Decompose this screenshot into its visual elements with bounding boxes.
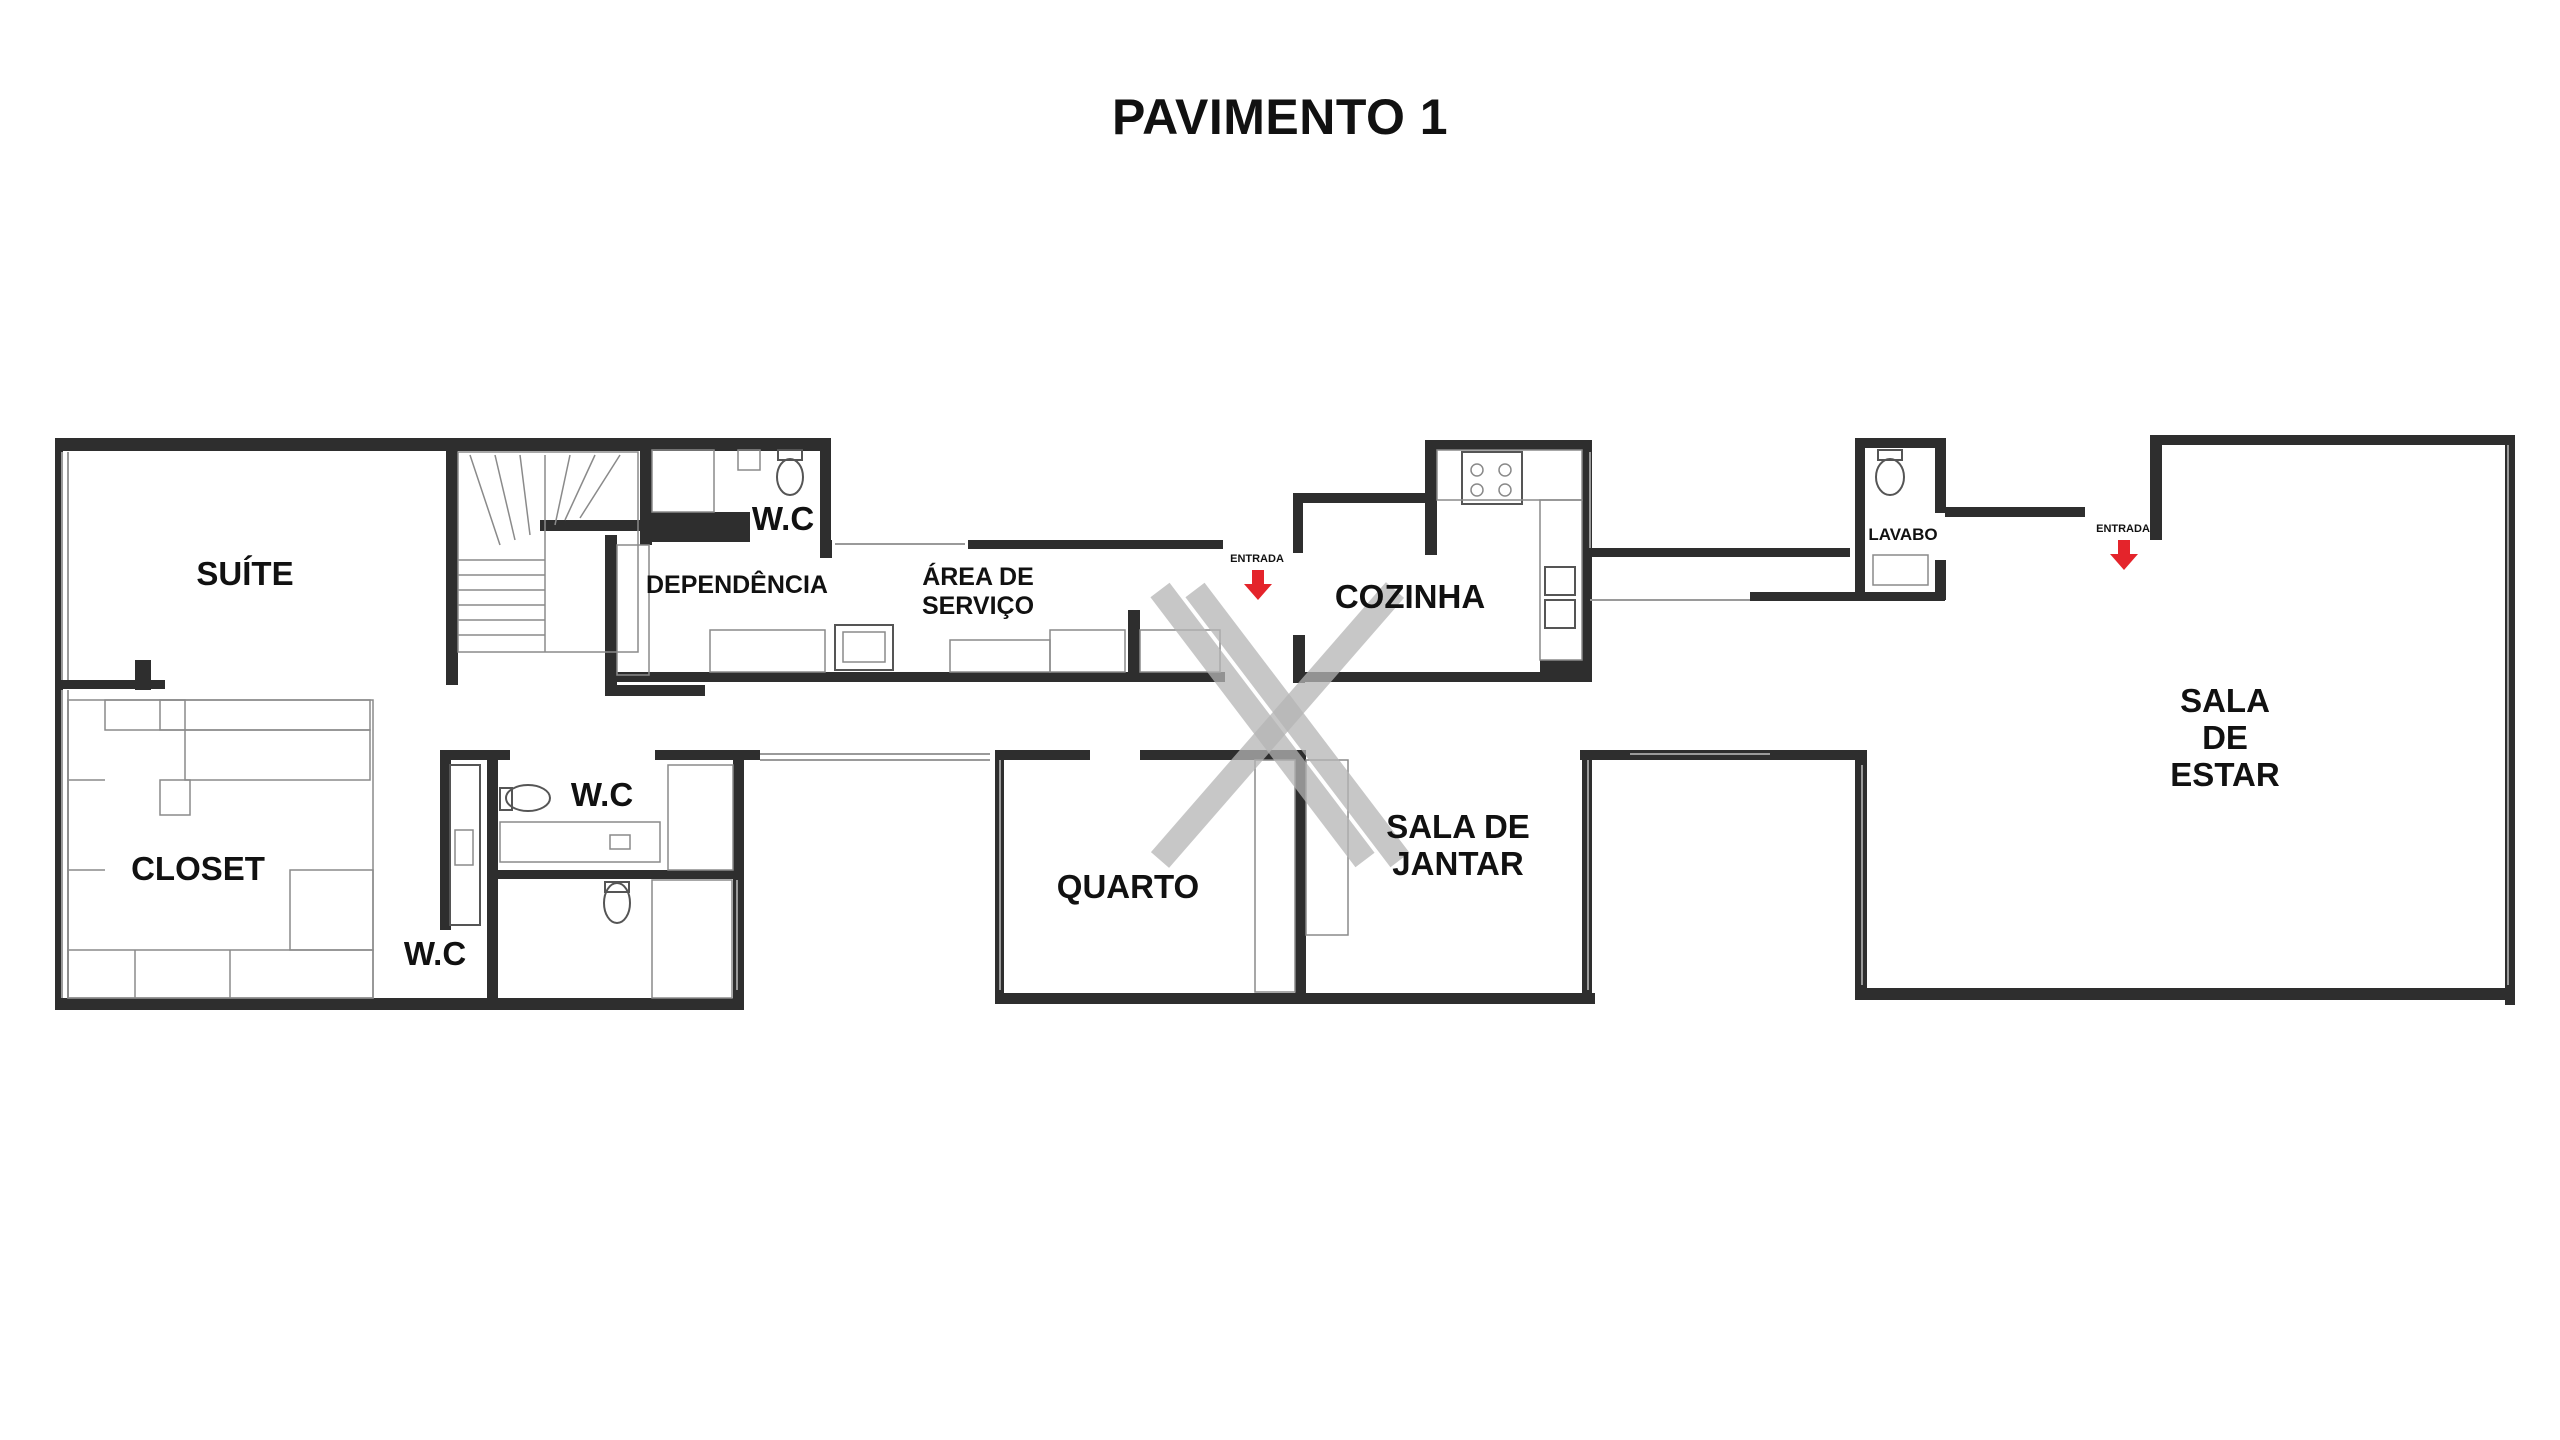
entrance-label-service: ENTRADA [1230,553,1284,565]
wall-wc-split [487,870,742,879]
wall-stub [135,660,151,690]
wall-link-bottom [1750,592,1945,601]
wall-wc-left [440,750,451,930]
entrance-arrow-icon [2110,540,2138,570]
wall-coz-left-bottom [1293,635,1305,683]
wall-serv-stub [820,540,832,558]
room-labels: SUÍTE CLOSET W.C W.C W.C DEPENDÊNCIA ÁRE… [131,500,2280,972]
shower [651,449,715,513]
wall-dep-block [640,512,750,542]
bed [709,629,826,673]
wall-bottom-left [55,998,740,1010]
wall-link-top [1590,548,1850,557]
room-label-wc-suite: W.C [404,935,466,972]
sink-icon [1872,554,1929,586]
shower [667,764,734,871]
wall-lav-right-bottom [1935,560,1946,600]
room-label-sala-estar-3: ESTAR [2170,756,2280,793]
staircase [457,451,639,653]
entrance-label-main: ENTRADA [2096,523,2150,535]
wall-wc-right [733,757,744,1010]
room-label-wc-center: W.C [571,776,633,813]
entrance-arrow-icon [1244,570,1272,600]
wall-serv-pillar [1128,610,1140,675]
kitchen-counter-side [1539,499,1583,661]
wall-wc-inner [487,750,498,1010]
toilet-icon [499,784,551,812]
wall-estar-right [2505,435,2515,1005]
wall-coz-top-left [1293,493,1433,503]
wc-counter [499,821,661,863]
watermark-logo-icon [1150,582,1410,868]
shower [651,879,733,999]
walls [55,435,2515,1010]
sink-icon [834,624,894,671]
wall-quarto-top-right [1140,750,1305,760]
wall-suite-right [446,445,458,685]
wardrobe [1254,759,1296,993]
wall-dep-left-lower [605,535,617,695]
room-label-area-servico-2: SERVIÇO [922,592,1034,620]
sink-icon [454,829,474,866]
plan-title: PAVIMENTO 1 [1111,89,1449,145]
toilet-icon [603,881,631,924]
toilet-icon [776,449,804,496]
washer [949,639,1051,673]
room-label-wc-dependencia: W.C [752,500,814,537]
wall-wc-dep-right [820,438,831,558]
entrance-main: ENTRADA [2096,523,2150,570]
kitchen-counter-top [1436,449,1583,501]
wall-lav-right-top [1935,438,1946,513]
room-label-sala-estar-1: SALA [2180,682,2270,719]
wall-quarto-jantar [1295,750,1306,1000]
room-label-area-servico-1: ÁREA DE [922,562,1034,591]
wall-coz-left-top [1293,493,1303,553]
wall-serv-bottom [605,672,1225,682]
wall-suite-bottom [55,680,165,689]
sink-icon [737,449,761,471]
wall-wc-top-2 [655,750,760,760]
entrance-service: ENTRADA [1230,553,1284,600]
stove-icon [1461,451,1523,505]
wall-quarto-top-left [995,750,1090,760]
room-label-cozinha: COZINHA [1335,578,1485,615]
room-label-sala-jantar-1: SALA DE [1386,808,1530,845]
wall-estar-bottom [1855,988,2515,1000]
wall-coz-bottom [1300,672,1592,682]
wall-coz-right [1582,440,1592,680]
room-label-closet: CLOSET [131,850,265,887]
toilet-icon [1875,449,1905,496]
room-label-lavabo: LAVABO [1868,525,1937,544]
sink-icon [1544,566,1576,629]
dryer [1049,629,1126,673]
wall-top-left [55,438,830,451]
wall-wc-top-1 [440,750,510,760]
wall-dep-bottom [605,685,705,696]
room-label-sala-jantar-2: JANTAR [1392,845,1524,882]
wall-estar-top [2150,435,2515,445]
wall-estar-left-top [2150,435,2162,540]
wc-suite-counter [449,764,481,926]
closet-shelves [67,699,374,999]
wall-coz-top [1425,440,1590,450]
wardrobe [616,544,650,676]
wall-coz-stove-left [1425,440,1437,555]
room-label-sala-estar-2: DE [2202,719,2248,756]
wall-serv-top [968,540,1223,549]
wall-lav-top [1855,438,1945,448]
wall-left-outer [55,438,63,1008]
wall-lav-left [1855,438,1865,600]
room-label-dependencia: DEPENDÊNCIA [646,569,828,599]
room-label-quarto: QUARTO [1057,868,1199,905]
room-label-suite: SUÍTE [196,555,293,592]
sink-icon [609,834,631,850]
wall-lav-corridor [1945,507,2085,517]
wall-coz-corner [1540,660,1592,682]
wall-stair-bottom [540,520,640,531]
